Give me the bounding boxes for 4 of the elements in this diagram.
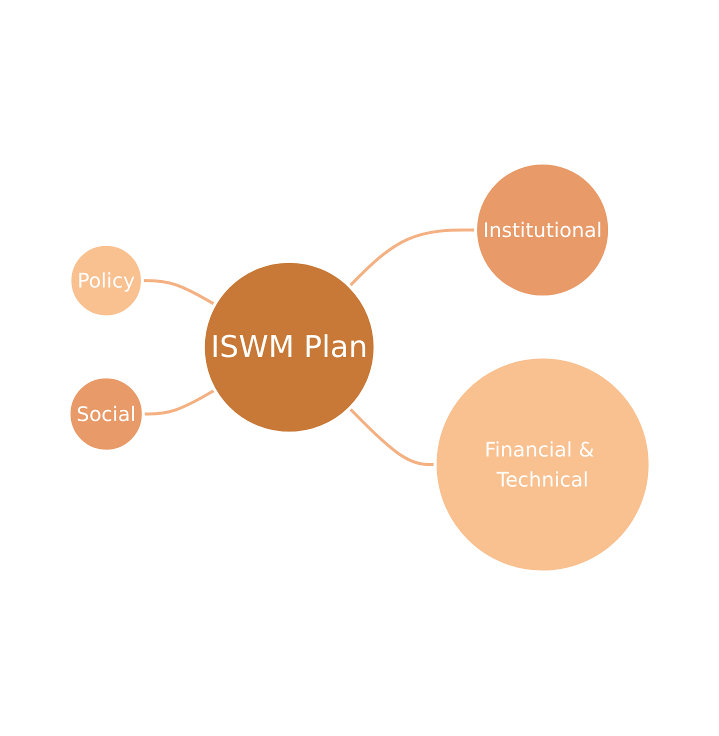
connector (348, 229, 476, 288)
connector (348, 408, 436, 467)
connector (142, 280, 216, 306)
connector (143, 389, 216, 416)
